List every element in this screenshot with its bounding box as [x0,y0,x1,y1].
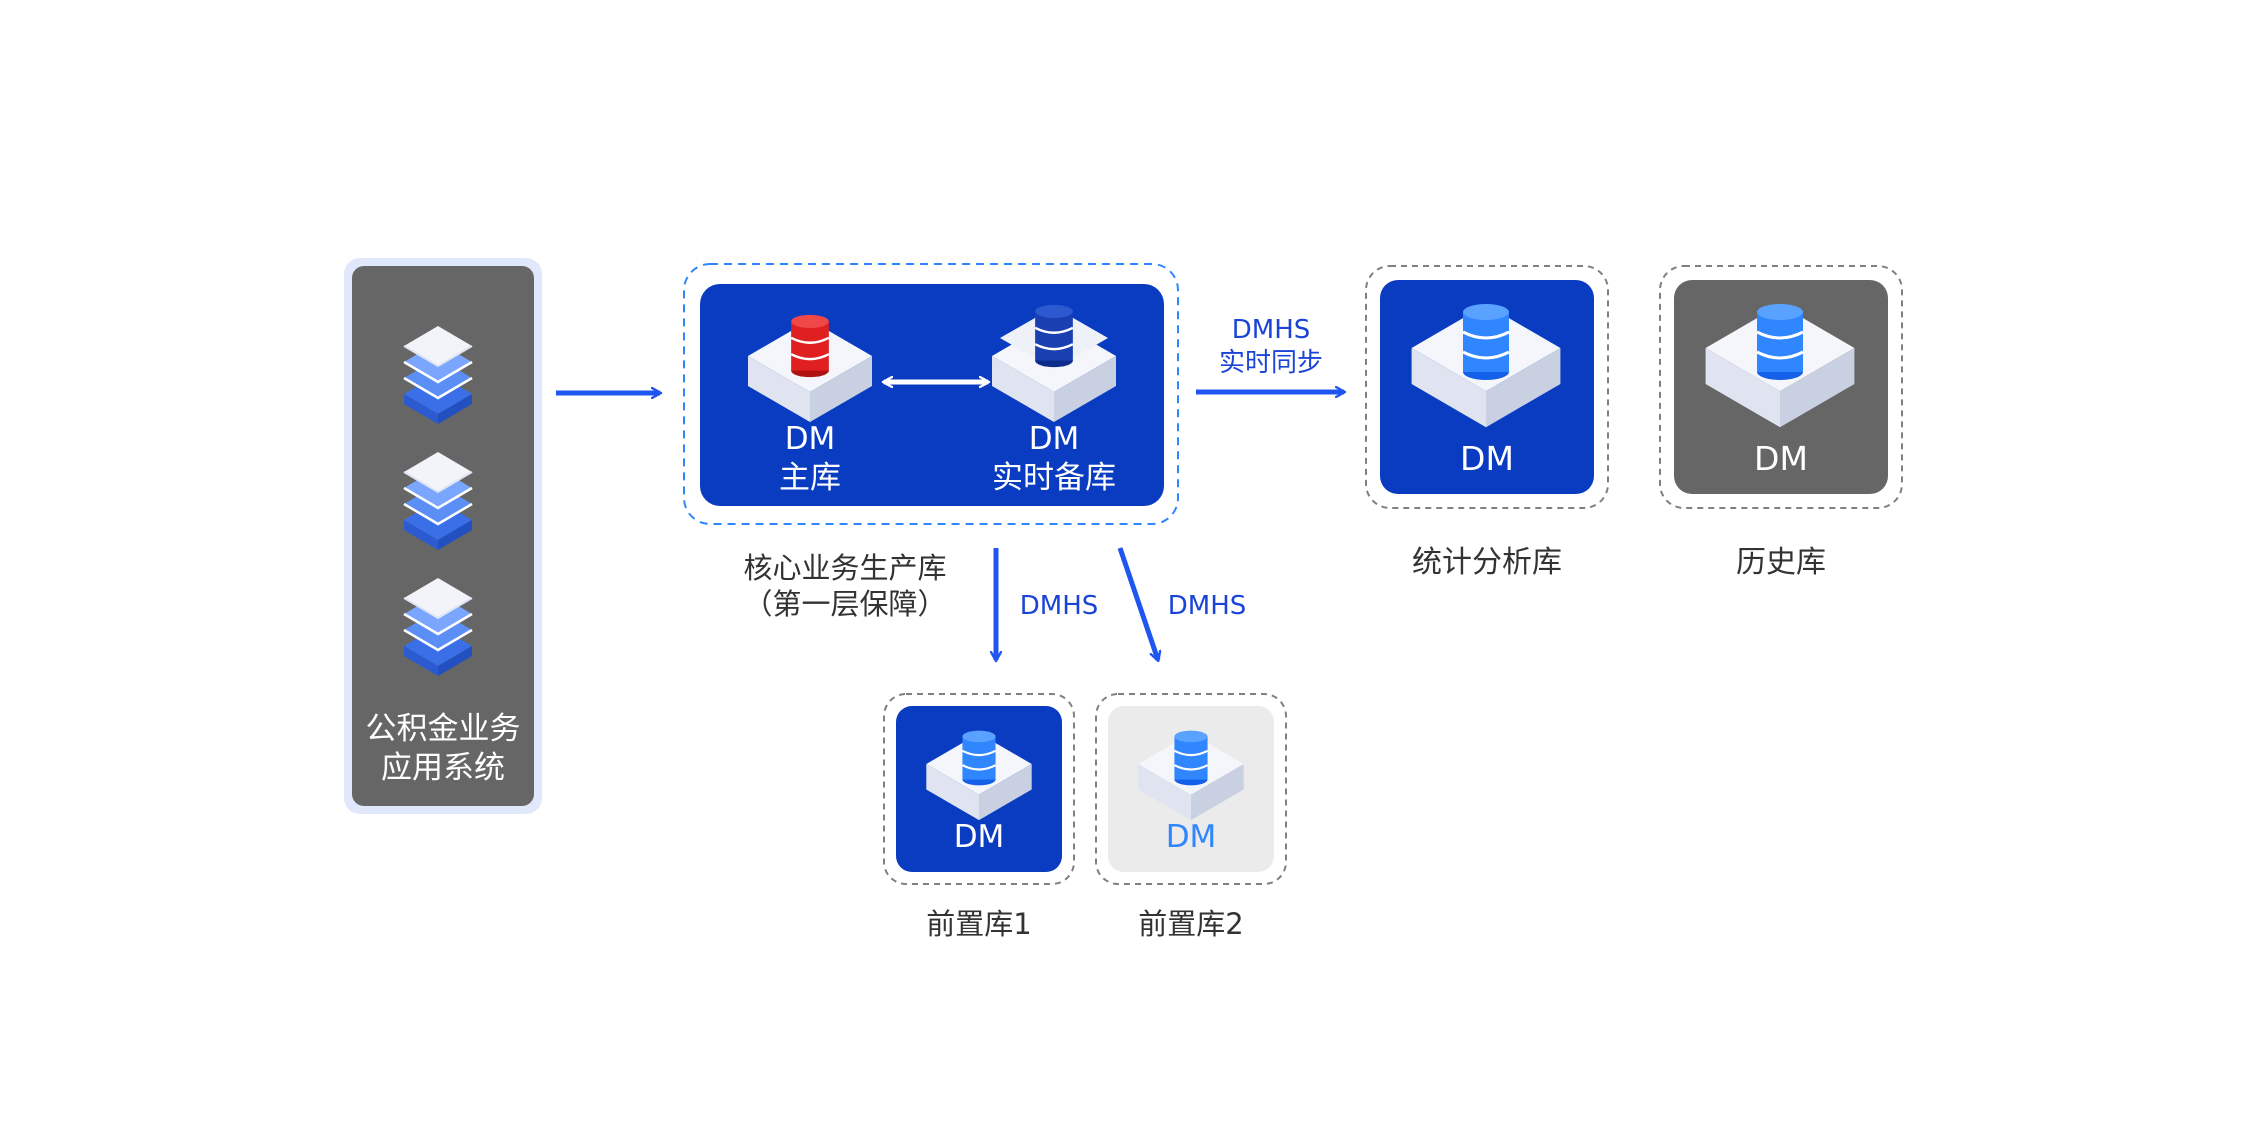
primary-db-role: 主库 [779,459,841,496]
app-system-label-line1: 公积金业务 [365,711,521,747]
front-db-2-name: DM [1165,819,1217,855]
app-stack-icon-1 [402,324,474,426]
sync-label-line2: 实时同步 [1218,347,1323,378]
core-cluster-boundary [683,263,1179,525]
front-db-1-name: DM [953,819,1005,855]
standby-db-role: 实时备库 [992,459,1116,496]
history-db-name: DM [1754,439,1808,478]
app-stack-icon-3 [402,576,474,678]
standby-db-name: DM [1028,421,1080,457]
front-db-1-caption: 前置库1 [926,907,1032,941]
history-db-caption: 历史库 [1736,545,1826,580]
standby-db-icon [992,303,1116,422]
app-system-label-line2: 应用系统 [381,749,505,786]
core-caption-line2: （第一层保障） [743,587,947,622]
sync-label-line1: DMHS [1231,315,1311,345]
front1-arrow-label: DMHS [1019,591,1099,621]
front-db-1-boundary [883,693,1075,885]
app-stack-icon-2 [402,450,474,552]
core-to-front2-arrow [1117,547,1158,660]
standby-db-label: DM 实时备库 [964,420,1144,498]
front2-arrow-label: DMHS [1167,591,1247,621]
core-caption-line1: 核心业务生产库 [743,551,947,585]
app-system-label: 公积金业务 应用系统 [344,710,542,788]
primary-db-name: DM [784,421,836,457]
stats-db-caption: 统计分析库 [1412,545,1562,580]
core-cluster-caption: 核心业务生产库 （第一层保障） [720,550,970,623]
front-db-2-caption: 前置库2 [1138,907,1244,941]
front-db-2-boundary [1095,693,1287,885]
stats-db-name: DM [1460,439,1514,478]
primary-db-label: DM 主库 [730,420,890,498]
sync-label: DMHS 实时同步 [1196,314,1346,379]
